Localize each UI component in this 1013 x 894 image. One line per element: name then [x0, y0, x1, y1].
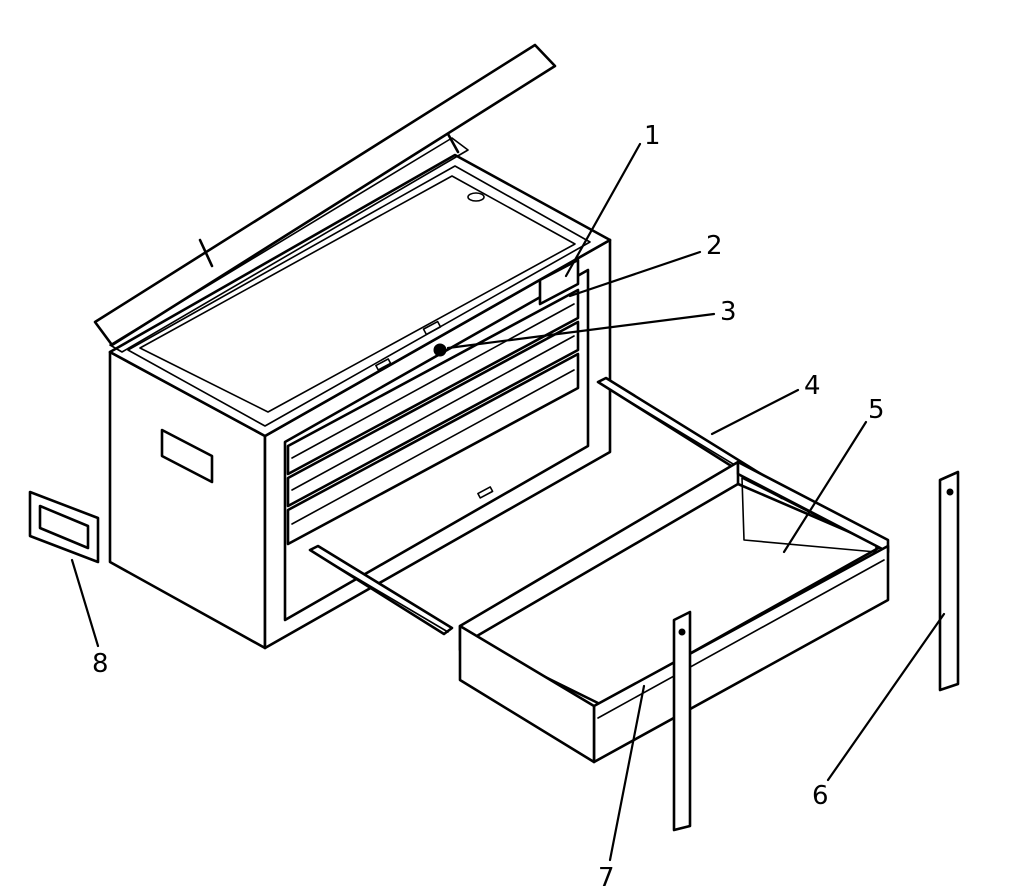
chest-top-inner — [127, 165, 591, 427]
lid-panel — [93, 43, 557, 347]
lid-inner-face — [109, 137, 469, 353]
callout-7: 7 — [598, 863, 615, 893]
callout-1: 1 — [644, 121, 661, 151]
chest-lid — [93, 43, 557, 353]
top-tray-floor — [139, 175, 576, 413]
callout-6: 6 — [812, 781, 829, 811]
drawer-front-3 — [286, 352, 580, 546]
part-8-handle — [28, 490, 100, 564]
drawer-left-wall — [458, 624, 596, 764]
tray-slot — [467, 192, 485, 202]
callout-2: 2 — [706, 231, 723, 261]
callout-5: 5 — [868, 395, 885, 425]
chest-front-opening — [283, 268, 590, 622]
chest-top-rim — [108, 153, 612, 438]
drawer-slot-3 — [477, 486, 494, 499]
part-7-slide-bar — [672, 610, 692, 832]
lock-cylinder — [433, 343, 447, 357]
leader-lines — [70, 142, 946, 862]
drawer-front-2 — [286, 320, 580, 508]
callout-3: 3 — [720, 297, 737, 327]
drawer-slot — [422, 320, 442, 336]
callout-8: 8 — [92, 649, 109, 679]
callout-labels: 1 2 3 4 5 6 7 8 — [92, 121, 885, 893]
drawer-slot-2 — [375, 358, 392, 371]
side-handle-cutout — [160, 428, 214, 484]
drawer-front-1 — [286, 288, 580, 476]
callout-4: 4 — [804, 371, 821, 401]
part-6-slide-bar — [938, 470, 960, 692]
upper-drawers — [286, 258, 580, 546]
front-drawer-slide — [308, 544, 454, 636]
